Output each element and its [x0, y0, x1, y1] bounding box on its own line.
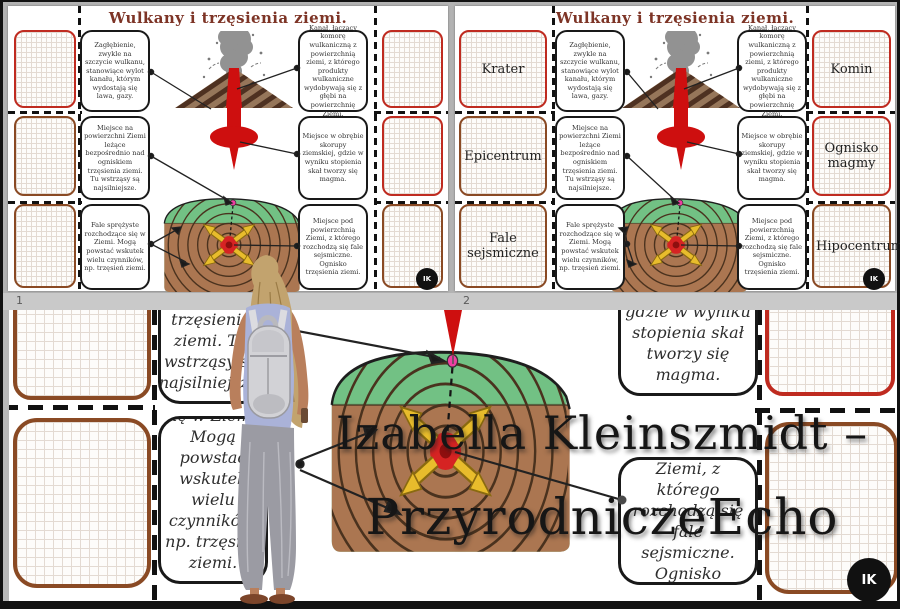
definition-box-krater: Zagłębienie, zwykle na szczycie wulkanu,… [80, 30, 150, 112]
answer-label: Fale sejsmiczne [467, 231, 539, 261]
definition-box-fale-sejsmiczne: Fale sprężyste rozchodzące się w Ziemi. … [80, 204, 150, 290]
ik-logo-badge: IK [416, 268, 438, 290]
page-number-1: 1 [16, 294, 23, 307]
answer-cell [765, 422, 897, 594]
answer-cell: Krater [459, 30, 547, 108]
cut-line [3, 405, 155, 410]
ik-logo-badge: IK [847, 558, 891, 601]
page-preview-2[interactable]: Wulkany i trzęsienia ziemi. Krater Epice… [455, 6, 900, 291]
volcano-illustration [618, 31, 748, 176]
cut-line [806, 201, 895, 204]
cut-line [455, 111, 555, 114]
answer-label: Komin [830, 61, 873, 77]
answer-cell [14, 30, 76, 108]
cut-line [8, 201, 82, 204]
cut-line [455, 201, 555, 204]
definition-box-epicentrum: Miejsce na powierzchni Ziemi leżące bezp… [80, 116, 150, 200]
answer-label: Krater [481, 61, 525, 77]
answer-cell [14, 116, 76, 196]
cut-line [374, 111, 448, 114]
watermark-brand: PrzyrodniczeEcho [365, 488, 839, 546]
cut-line [78, 6, 81, 291]
watermark-author: Izabella Kleinszmidt – [335, 406, 869, 460]
cut-line [806, 111, 895, 114]
answer-cell [382, 30, 443, 108]
definition-box-krater: Zagłębienie, zwykle na szczycie wulkanu,… [555, 30, 625, 112]
definition-box-komin: Kanał, łączący komorę wulkaniczną z powi… [737, 24, 807, 118]
cut-line [757, 310, 762, 601]
answer-label: Hipocentrum [816, 238, 900, 254]
cut-line [152, 310, 157, 601]
ik-logo-badge: IK [863, 268, 885, 290]
cut-line [806, 6, 809, 291]
definition-box-ognisko-magmy: Miejsce w obrębie skorupy ziemskiej, gdz… [737, 116, 807, 200]
definition-box-ognisko-magmy: Miejsce w obrębie skorupy ziemskiej, gdz… [618, 310, 758, 396]
preview-strip: Wulkany i trzęsienia ziemi. Zagłębienie,… [3, 2, 900, 293]
answer-cell [14, 204, 76, 288]
answer-cell: Epicentrum [459, 116, 547, 196]
cut-line [8, 111, 82, 114]
cut-line [374, 6, 377, 291]
page-preview-1[interactable]: Wulkany i trzęsienia ziemi. Zagłębienie,… [8, 6, 448, 291]
zoomed-worksheet-view: Miejsce na powierzchni Ziemi leżące bezp… [3, 310, 897, 601]
page-edge [3, 310, 9, 601]
page-title: Wulkany i trzęsienia ziemi. [555, 9, 795, 27]
answer-cell [382, 204, 443, 288]
cut-line [552, 6, 555, 291]
definition-box-hipocentrum: Miejsce pod powierzchnią Ziemi, z któreg… [737, 204, 807, 290]
definition-box-epicentrum: Miejsce na powierzchni Ziemi leżące bezp… [555, 116, 625, 200]
definition-box-hipocentrum: Miejsce pod powierzchnią Ziemi, z któreg… [298, 204, 368, 290]
answer-cell [13, 310, 151, 400]
answer-label: Ognisko magmy [824, 141, 879, 171]
definition-box-komin: Kanał, łączący komorę wulkaniczną z powi… [298, 24, 368, 118]
answer-cell: Ognisko magmy [812, 116, 891, 196]
volcano-illustration [171, 31, 301, 176]
answer-label: Epicentrum [464, 148, 542, 164]
answer-cell: Fale sejsmiczne [459, 204, 547, 288]
answer-cell [13, 418, 151, 588]
cut-line [755, 408, 897, 413]
answer-cell [765, 310, 895, 396]
person-photo-cutout [216, 252, 320, 604]
definition-box-ognisko-magmy: Miejsce w obrębie skorupy ziemskiej, gdz… [298, 116, 368, 200]
answer-cell: Komin [812, 30, 891, 108]
definition-box-fale-sejsmiczne: Fale sprężyste rozchodzące się w Ziemi. … [555, 204, 625, 290]
page-title: Wulkany i trzęsienia ziemi. [108, 9, 348, 27]
page-number-bar: 1 2 [3, 293, 897, 310]
definition-box-hipocentrum: Miejsce pod powierzchnią Ziemi, z któreg… [618, 457, 758, 585]
answer-cell [382, 116, 443, 196]
page-number-2: 2 [463, 294, 470, 307]
cut-line [374, 201, 448, 204]
